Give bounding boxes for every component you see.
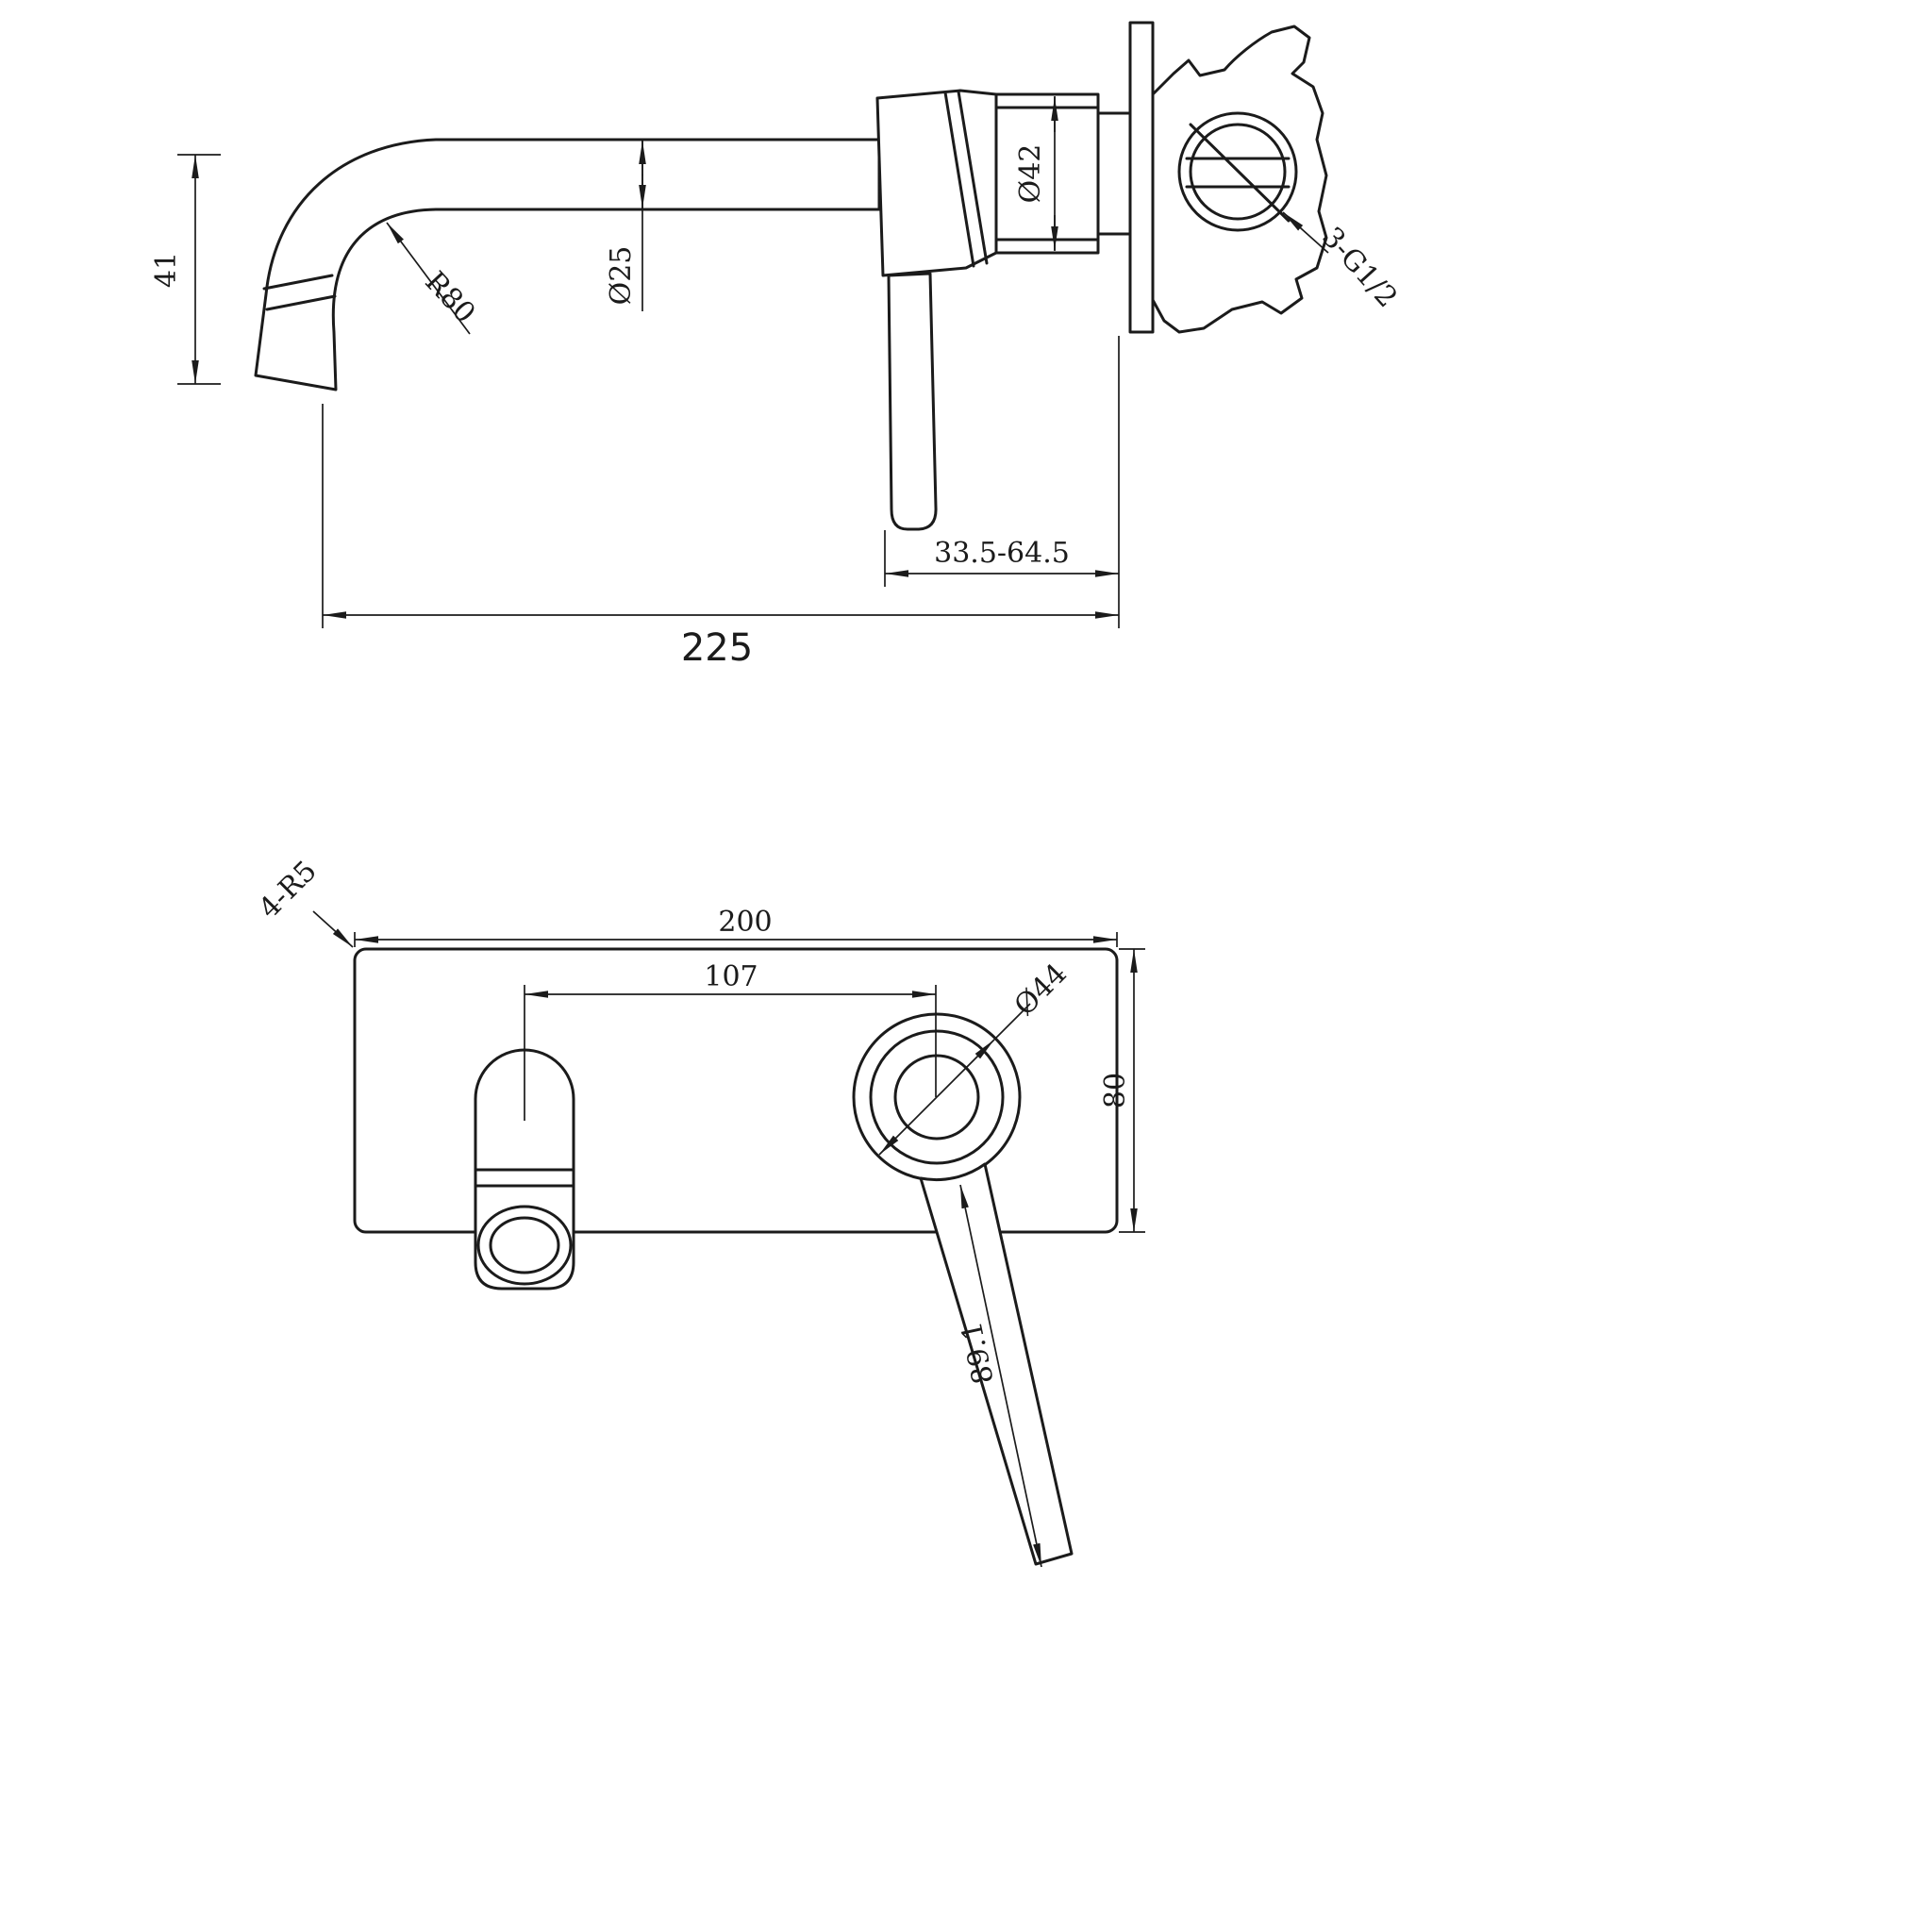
dim-overall-length: 225 [322,336,1120,670]
dim-label-corner-radius: 4-R5 [253,855,324,925]
valve-port-outer-circle [1177,111,1298,232]
spout-opening-inner [489,1216,560,1274]
dim-drop-height: 41 [150,154,221,385]
dim-spout-diameter: Ø25 [605,140,646,311]
dim-label-wall-adjust-range: 33.5-64.5 [934,537,1070,570]
dim-label-spout-diameter: Ø25 [605,246,638,306]
front-view: 4-R5 200 107 Ø44 80 [253,855,1145,1568]
dim-label-plate-height: 80 [1099,1073,1132,1108]
dim-label-body-diameter: Ø42 [1014,144,1047,204]
valve-port-inner-circle [1189,123,1287,221]
dim-label-thread: 3-G1/2 [1315,221,1404,314]
wall-connector [1096,111,1132,236]
mixer-body [875,89,998,277]
in-wall-valve-body [1151,25,1328,334]
dim-spout-radius: R80 [386,222,481,335]
side-view: 41 R80 Ø25 Ø42 3-G1/2 [150,21,1404,670]
dim-plate-height: 80 [1099,948,1145,1233]
dim-label-drop-height: 41 [150,252,183,288]
dim-label-overall-length: 225 [681,626,753,670]
dim-label-spout-radius: R80 [418,265,481,329]
handle-lever-side [887,272,938,531]
dim-label-plate-width: 200 [718,906,772,939]
valve-port-diagonal-line [1189,123,1291,223]
cartridge-housing [994,92,1100,255]
spout-aerator-band-line [265,294,337,311]
wall-flange [1128,21,1155,334]
dim-corner-radius: 4-R5 [253,855,354,948]
spout-aerator-band-line [262,274,334,291]
dim-body-diameter: Ø42 [1014,96,1058,251]
mixer-body-feature-line [943,91,975,268]
spout-opening-outer [476,1205,573,1286]
dim-plate-width: 200 [354,906,1118,947]
spout-outline [254,138,881,391]
dim-label-spout-handle-distance: 107 [704,960,758,993]
handle-knob-mid-circle [869,1029,1005,1165]
mixer-body-feature-line [957,90,989,265]
dim-wall-adjust-range: 33.5-64.5 [884,530,1119,587]
dim-spout-handle-distance: 107 [524,960,937,1121]
handle-knob-inner-circle [893,1054,980,1141]
